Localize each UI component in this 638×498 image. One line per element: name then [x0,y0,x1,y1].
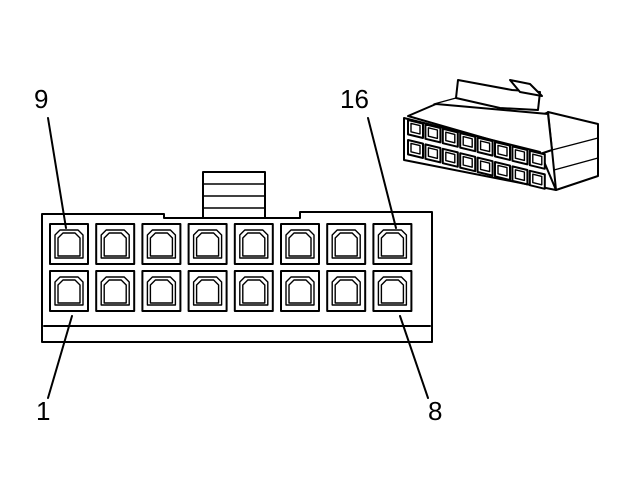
pin-label-1: 1 [36,396,50,426]
isometric-terminal-opening [410,122,421,135]
terminal-inner [242,279,266,304]
isometric-terminal-opening [427,127,439,140]
isometric-terminal-opening [410,142,421,155]
isometric-terminal-opening [427,147,439,160]
isometric-terminal-opening [462,135,473,148]
terminal-opening [146,276,177,306]
terminal-inner [103,279,127,304]
terminal-opening [331,229,361,259]
terminal-inner [57,232,81,257]
isometric-cavity [494,161,511,181]
cavity [141,270,182,312]
isometric-terminal-opening [462,155,473,168]
isometric-cavity [528,149,546,170]
terminal-inner [334,279,358,304]
isometric-terminal-opening [532,153,543,166]
isometric-terminal-opening [532,173,543,186]
isometric-cavity [424,143,442,164]
leader-line-1 [47,315,73,399]
terminal-opening [192,229,223,259]
cavity [233,223,274,265]
isometric-cavity [511,145,529,166]
cavity [187,270,228,312]
terminal-opening [100,276,130,306]
terminal-inner [288,279,312,304]
isometric-cavity-grid [407,119,546,190]
isometric-cavity [494,141,511,161]
cavity [326,270,367,312]
terminal-inner [380,279,405,304]
isometric-terminal-opening [445,151,456,164]
isometric-cavity [528,169,546,190]
leader-line-9 [47,117,67,229]
isometric-terminal-opening [514,169,526,182]
terminal-opening [54,276,84,306]
cavity-grid [49,223,413,312]
pin-label-8: 8 [428,396,442,426]
connector-face-view: 9 16 1 8 [34,84,442,426]
connector-isometric-view [403,79,599,191]
terminal-inner [380,232,405,257]
cavity [372,270,413,312]
pin-label-9: 9 [34,84,48,114]
isometric-cavity [424,123,442,144]
terminal-opening [331,276,361,306]
cavity [49,270,89,312]
isometric-terminal-opening [514,149,526,162]
isometric-terminal-opening [497,164,508,177]
terminal-opening [285,276,315,306]
cavity [49,223,89,265]
terminal-inner [195,279,220,304]
isometric-cavity [441,147,459,168]
terminal-opening [239,229,269,259]
isometric-cavity [407,139,424,159]
terminal-inner [149,232,174,257]
cavity [280,223,320,265]
terminal-inner [195,232,220,257]
cavity [326,223,367,265]
isometric-cavity [407,119,424,139]
terminal-opening [377,229,408,259]
terminal-inner [334,232,358,257]
cavity [141,223,182,265]
isometric-cavity [511,165,529,186]
isometric-cavity [476,136,494,157]
terminal-inner [103,232,127,257]
terminal-opening [146,229,177,259]
isometric-terminal-opening [479,160,491,173]
isometric-cavity [459,132,477,153]
cavity [280,270,320,312]
pin-label-16: 16 [340,84,369,114]
terminal-inner [57,279,81,304]
leader-line-16 [367,117,397,229]
terminal-inner [288,232,312,257]
isometric-terminal-opening [497,144,508,157]
cavity [95,223,136,265]
cavity [187,223,228,265]
terminal-opening [377,276,408,306]
isometric-cavity [441,127,459,148]
terminal-opening [192,276,223,306]
isometric-cavity [459,152,477,173]
locking-latch [202,171,266,219]
cavity [95,270,136,312]
terminal-opening [100,229,130,259]
cavity [372,223,413,265]
isometric-terminal-opening [445,131,456,144]
isometric-terminal-opening [479,140,491,153]
terminal-inner [149,279,174,304]
terminal-opening [285,229,315,259]
isometric-cavity [476,156,494,177]
terminal-opening [239,276,269,306]
terminal-opening [54,229,84,259]
cavity [233,270,274,312]
leader-line-8 [399,315,429,399]
terminal-inner [242,232,266,257]
